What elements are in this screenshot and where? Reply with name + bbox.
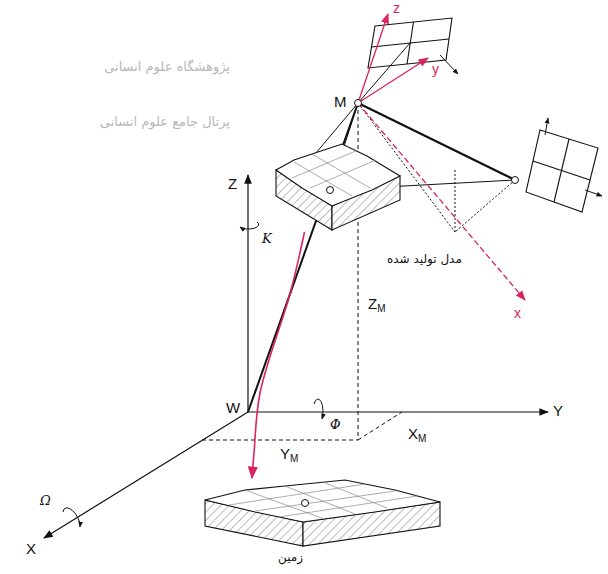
axis-label: Z bbox=[228, 176, 237, 193]
model-axis-label: y bbox=[432, 62, 439, 77]
point-label: M bbox=[334, 94, 347, 111]
block-outline bbox=[272, 140, 402, 232]
watermark: پژوهشگاه علوم انسانی bbox=[20, 60, 230, 74]
transform-arrow bbox=[252, 232, 305, 478]
rotation-label: Φ bbox=[330, 418, 341, 432]
watermark: پرتال جامع علوم انسانی bbox=[20, 115, 230, 129]
photo-frames bbox=[368, 18, 598, 212]
coordinate-label: XM bbox=[408, 426, 426, 444]
projection-dashes bbox=[202, 103, 402, 440]
origin-label: W bbox=[226, 400, 240, 417]
model-block: مدل تولید شده bbox=[272, 140, 402, 232]
block-caption: مدل تولید شده bbox=[387, 252, 462, 266]
rotation-label: Ω bbox=[40, 494, 51, 508]
model-axes bbox=[358, 14, 525, 300]
axis-label: X bbox=[26, 541, 36, 558]
coordinate-label: ZM bbox=[368, 296, 386, 314]
block-outline bbox=[205, 478, 440, 548]
perspective-center bbox=[512, 177, 519, 184]
model-axis-label: x bbox=[514, 306, 521, 321]
block-caption: زمین bbox=[278, 550, 303, 564]
world-axes bbox=[44, 175, 548, 538]
axis-label: Y bbox=[553, 403, 563, 420]
model-axis-label: z bbox=[393, 1, 400, 16]
rotation-label: K bbox=[262, 232, 272, 246]
model-origin bbox=[355, 100, 362, 107]
ground-block: زمین bbox=[205, 478, 440, 548]
rotation-symbols bbox=[63, 222, 323, 527]
coordinate-label: YM bbox=[280, 446, 298, 464]
